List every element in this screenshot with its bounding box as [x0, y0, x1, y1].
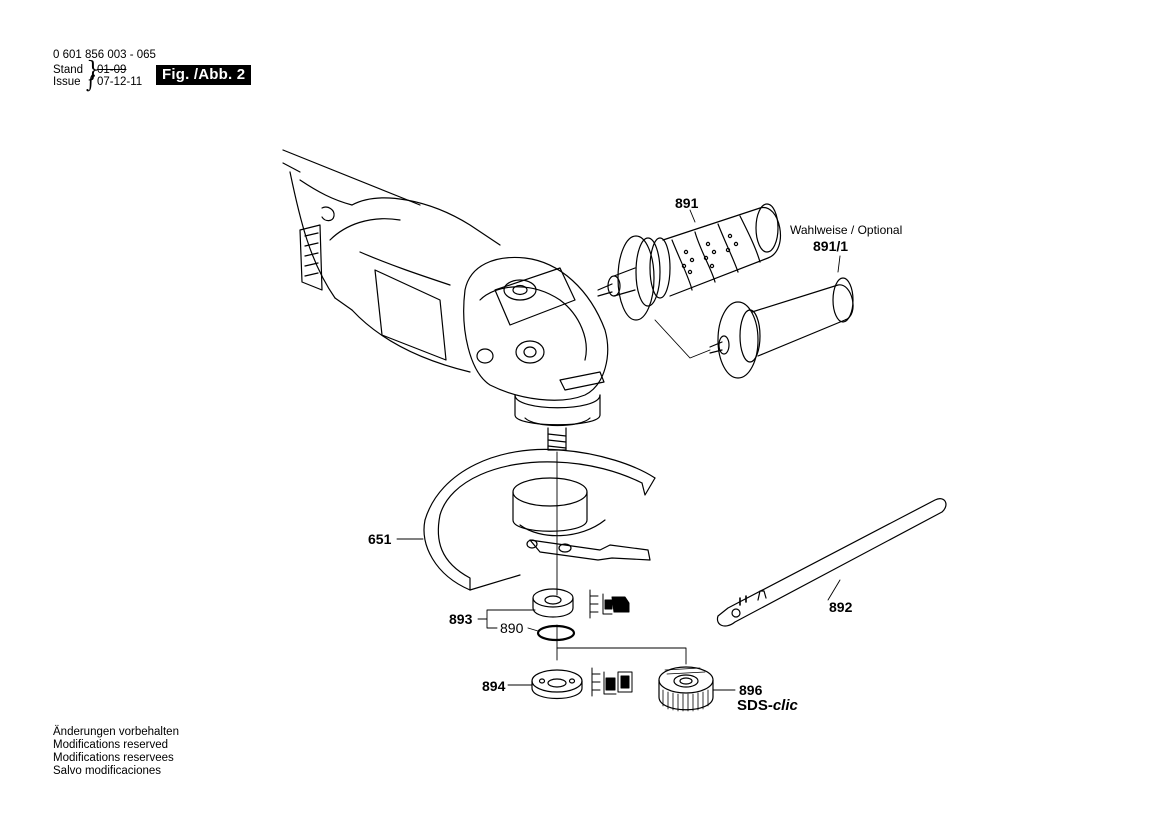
footer-line: Modifications reserved	[53, 739, 169, 751]
label-891-1: 891/1	[813, 238, 849, 254]
optional-note: Wahlweise / Optional	[790, 223, 903, 237]
clamp-nut-icon	[531, 669, 583, 699]
label-892: 892	[829, 599, 853, 615]
guard-icon	[423, 448, 656, 591]
label-894: 894	[482, 678, 506, 694]
label-893: 893	[449, 611, 473, 627]
part-number: 0 601 856 003 - 065	[53, 49, 156, 61]
modifications-notice: Änderungen vorbehalten Modifications res…	[53, 726, 179, 778]
label-896: 896	[739, 682, 763, 698]
label-890: 890	[500, 620, 524, 636]
sds-prefix: SDS-	[737, 697, 773, 714]
grinder-body-icon	[282, 149, 609, 451]
sds-clic-nut-icon	[658, 666, 714, 712]
footer-line: Änderungen vorbehalten	[53, 726, 179, 738]
brace-icon: }	[86, 58, 100, 83]
sds-clic-label: SDS-clic	[737, 697, 798, 714]
wrench-icon	[716, 498, 947, 627]
handle-icon	[597, 203, 782, 321]
mounting-symbol-icon	[591, 667, 633, 697]
stand-label: Stand	[53, 64, 84, 76]
sds-suffix: clic	[772, 697, 798, 714]
o-ring-icon	[536, 624, 576, 642]
footer-line: Modifications reservees	[53, 752, 174, 764]
mounting-symbol-icon	[589, 589, 630, 619]
label-891: 891	[675, 195, 699, 211]
issue-date: 07-12-11	[97, 76, 143, 88]
integral-brace-icon: ∫	[86, 72, 96, 93]
optional-handle-icon	[709, 277, 854, 379]
flange-icon	[532, 588, 574, 618]
figure-badge: Fig. /Abb. 2	[156, 65, 252, 85]
footer-line: Salvo modificaciones	[53, 765, 162, 777]
stand-date: 01-09	[97, 64, 127, 76]
label-651: 651	[368, 531, 392, 547]
issue-label: Issue	[53, 76, 81, 88]
